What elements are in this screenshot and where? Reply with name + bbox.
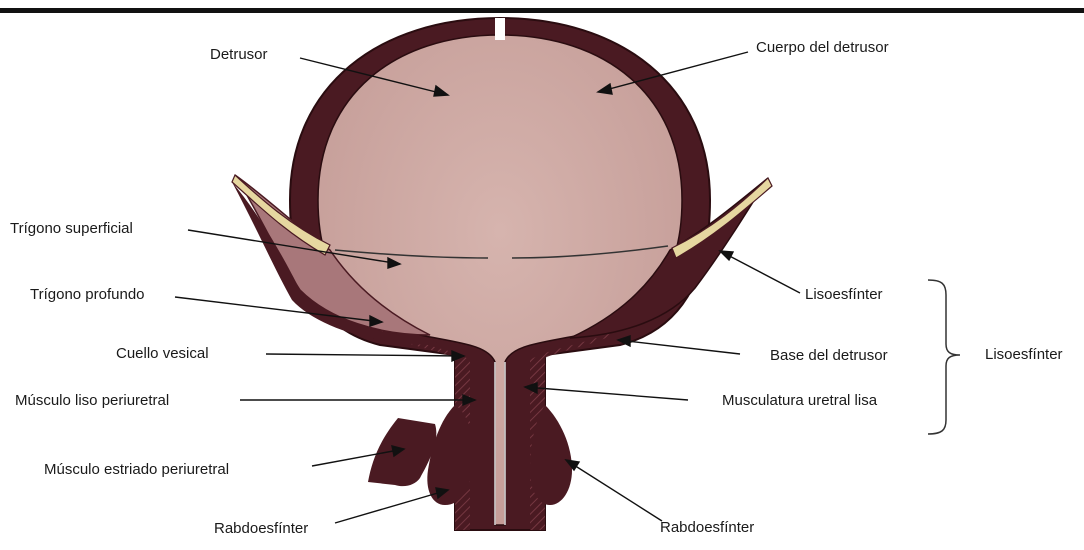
label-base-del-detrusor: Base del detrusor [770, 347, 888, 365]
striated-muscle-block [368, 418, 436, 486]
lisoesfinter-bracket [928, 280, 960, 434]
arrow-rabdo-left [335, 490, 448, 523]
label-lisoesfinter: Lisoesfínter [805, 286, 883, 304]
arrow-base-detrusor [618, 340, 740, 354]
label-rabdoesfinter-left: Rabdoesfínter [214, 520, 308, 538]
label-lisoesfinter-group: Lisoesfínter [985, 346, 1063, 364]
arrow-lisoesfinter [720, 251, 800, 293]
dome-notch [495, 18, 505, 40]
arrow-rabdo-right [566, 460, 662, 521]
top-rule [0, 8, 1084, 13]
label-musculatura-uretral-lisa: Musculatura uretral lisa [722, 392, 877, 410]
label-detrusor: Detrusor [210, 46, 268, 64]
bladder-lumen [318, 35, 682, 525]
label-cuello-vesical: Cuello vesical [116, 345, 209, 363]
label-rabdoesfinter-right: Rabdoesfínter [660, 519, 754, 537]
label-musculo-liso-periuretral: Músculo liso periuretral [15, 392, 169, 410]
label-trigono-profundo: Trígono profundo [30, 286, 145, 304]
label-musculo-estriado-periuretral: Músculo estriado periuretral [44, 461, 229, 479]
arrow-musculatura-uretral [525, 387, 688, 400]
rabdoesfinter-left [427, 405, 473, 505]
arrow-cuello-vesical [266, 354, 464, 356]
label-trigono-superficial: Trígono superficial [10, 220, 133, 238]
label-cuerpo-del-detrusor: Cuerpo del detrusor [756, 39, 889, 57]
